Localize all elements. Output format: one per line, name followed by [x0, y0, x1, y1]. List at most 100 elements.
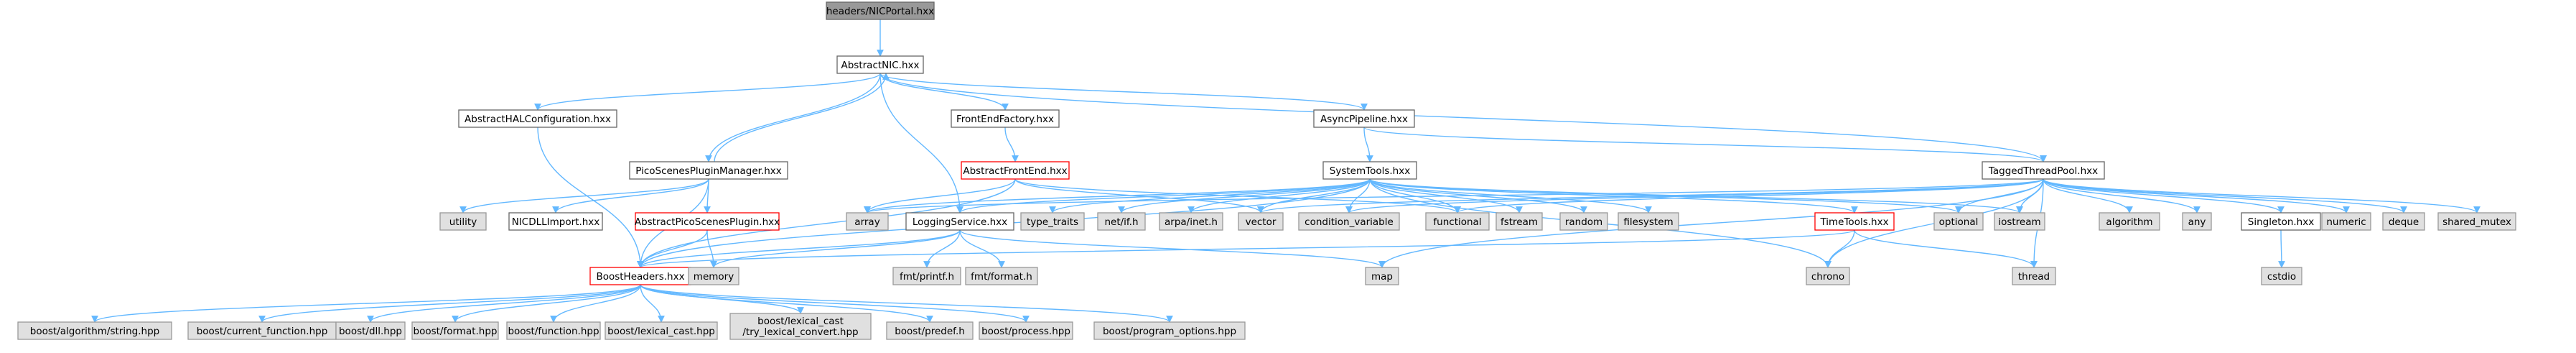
node-filesystem[interactable]: filesystem — [1618, 212, 1679, 231]
edge-picoscenespluginmanager-to-nicdllimport — [552, 178, 709, 214]
node-label: random — [1565, 216, 1602, 228]
node-b-algstring[interactable]: boost/algorithm/string.hpp — [17, 321, 172, 340]
node-fmtprintf[interactable]: fmt/printf.h — [892, 267, 961, 285]
node-box — [905, 212, 1014, 231]
edge-timetools-to-thread — [1854, 229, 2038, 268]
node-box — [846, 212, 889, 231]
node-shared-mutex[interactable]: shared_mutex — [2437, 212, 2516, 231]
node-b-process[interactable]: boost/process.hpp — [979, 321, 1073, 340]
node-thread[interactable]: thread — [2012, 267, 2056, 285]
node-box — [1298, 212, 1400, 231]
edge-boostheaders-to-b_predef — [640, 284, 933, 323]
node-label: iostream — [1998, 216, 2040, 228]
node-box — [951, 109, 1060, 128]
node-box — [2099, 212, 2160, 231]
node-label: net/if.h — [1104, 216, 1138, 228]
edge-abstractnic-to-taggedthreadpool — [879, 73, 2047, 162]
edge-taggedthreadpool-to-deque — [2043, 178, 2407, 214]
dependency-nodes: headers/NICPortal.hxxAbstractNIC.hxxAbst… — [17, 1, 2516, 340]
edge-singleton-to-cstdio — [2278, 229, 2285, 268]
edge-taggedthreadpool-to-any — [2043, 178, 2201, 214]
node-b-function[interactable]: boost/function.hpp — [506, 321, 601, 340]
edge-taggedthreadpool-to-condition_variable — [1345, 178, 2044, 214]
edge-abstractfrontend-to-vector — [1014, 178, 1264, 214]
node-b-trylex[interactable]: boost/lexical_cast/try_lexical_convert.h… — [729, 313, 872, 340]
node-singleton[interactable]: Singleton.hxx — [2241, 212, 2321, 231]
node-boostheaders[interactable]: BoostHeaders.hxx — [589, 267, 691, 285]
node-box — [439, 212, 487, 231]
node-abstractfrontend[interactable]: AbstractFrontEnd.hxx — [961, 161, 1070, 180]
node-abstracthal[interactable]: AbstractHALConfiguration.hxx — [458, 109, 617, 128]
node-box — [1982, 161, 2105, 180]
node-box — [335, 321, 406, 340]
node-root[interactable]: headers/NICPortal.hxx — [826, 1, 935, 20]
edge-taggedthreadpool-to-map — [1378, 178, 2044, 268]
node-box — [17, 321, 172, 340]
node-memory[interactable]: memory — [688, 267, 739, 285]
node-netif[interactable]: net/if.h — [1097, 212, 1146, 231]
node-box — [836, 55, 924, 74]
edge-taggedthreadpool-to-numeric — [2043, 178, 2350, 214]
node-asyncpipeline[interactable]: AsyncPipeline.hxx — [1313, 109, 1415, 128]
node-box — [1933, 212, 1984, 231]
node-abstractnic[interactable]: AbstractNIC.hxx — [836, 55, 924, 74]
node-type-traits[interactable]: type_traits — [1020, 212, 1085, 231]
node-box — [1495, 212, 1543, 231]
edge-abstractnic-to-loggingservice — [879, 73, 963, 214]
node-box — [729, 313, 872, 340]
node-abstractpicoscenesplugin[interactable]: AbstractPicoScenesPlugin.hxx — [635, 212, 780, 231]
node-b-predef[interactable]: boost/predef.h — [886, 321, 974, 340]
node-array[interactable]: array — [846, 212, 889, 231]
node-label: arpa/inet.h — [1165, 216, 1218, 228]
node-b-progopts[interactable]: boost/program_options.hpp — [1093, 321, 1246, 340]
edge-systemtools-to-array — [864, 178, 1371, 214]
edge-loggingservice-to-boostheaders — [637, 229, 961, 268]
node-cstdio[interactable]: cstdio — [2261, 267, 2302, 285]
node-iostream[interactable]: iostream — [1994, 212, 2045, 231]
node-map[interactable]: map — [1365, 267, 1399, 285]
node-fstream[interactable]: fstream — [1495, 212, 1543, 231]
node-b-curfunc[interactable]: boost/current_function.hpp — [187, 321, 337, 340]
node-fmtformat[interactable]: fmt/format.h — [965, 267, 1038, 285]
node-chrono[interactable]: chrono — [1806, 267, 1850, 285]
node-functional[interactable]: functional — [1425, 212, 1490, 231]
node-loggingservice[interactable]: LoggingService.hxx — [905, 212, 1014, 231]
node-systemtools[interactable]: SystemTools.hxx — [1322, 161, 1417, 180]
node-label: chrono — [1811, 271, 1844, 283]
node-label: boost/lexical_cast/try_lexical_convert.h… — [742, 316, 858, 338]
node-random[interactable]: random — [1559, 212, 1608, 231]
node-vector[interactable]: vector — [1238, 212, 1284, 231]
node-utility[interactable]: utility — [439, 212, 487, 231]
node-label: AbstractFrontEnd.hxx — [963, 165, 1067, 177]
node-numeric[interactable]: numeric — [2321, 212, 2371, 231]
node-box — [1994, 212, 2045, 231]
node-optional[interactable]: optional — [1933, 212, 1984, 231]
edge-systemtools-to-timetools — [1369, 178, 1858, 214]
node-label: BoostHeaders.hxx — [596, 271, 684, 283]
node-b-dll[interactable]: boost/dll.hpp — [335, 321, 406, 340]
node-label: boost/algorithm/string.hpp — [30, 326, 159, 337]
node-box — [1806, 267, 1850, 285]
node-timetools[interactable]: TimeTools.hxx — [1814, 212, 1895, 231]
node-picoscenespluginmanager[interactable]: PicoScenesPluginManager.hxx — [629, 161, 788, 180]
node-label: algorithm — [2106, 216, 2152, 228]
edge-timetools-to-boostheaders — [637, 229, 1855, 268]
node-algorithm[interactable]: algorithm — [2099, 212, 2160, 231]
node-any[interactable]: any — [2182, 212, 2212, 231]
node-nicdllimport[interactable]: NICDLLImport.hxx — [508, 212, 603, 231]
node-condition-variable[interactable]: condition_variable — [1298, 212, 1400, 231]
node-box — [1425, 212, 1490, 231]
edge-asyncpipeline-to-systemtools — [1363, 127, 1373, 162]
node-label: AbstractPicoScenesPlugin.hxx — [635, 216, 780, 228]
node-b-format[interactable]: boost/format.hpp — [411, 321, 499, 340]
node-arpainet[interactable]: arpa/inet.h — [1159, 212, 1223, 231]
node-frontendfactory[interactable]: FrontEndFactory.hxx — [951, 109, 1060, 128]
node-label: boost/process.hpp — [981, 326, 1070, 337]
node-label: utility — [449, 216, 477, 228]
node-box — [961, 161, 1070, 180]
node-deque[interactable]: deque — [2382, 212, 2425, 231]
node-b-lexcast[interactable]: boost/lexical_cast.hpp — [605, 321, 718, 340]
node-taggedthreadpool[interactable]: TaggedThreadPool.hxx — [1982, 161, 2105, 180]
node-box — [508, 212, 603, 231]
node-label: thread — [2018, 271, 2050, 283]
